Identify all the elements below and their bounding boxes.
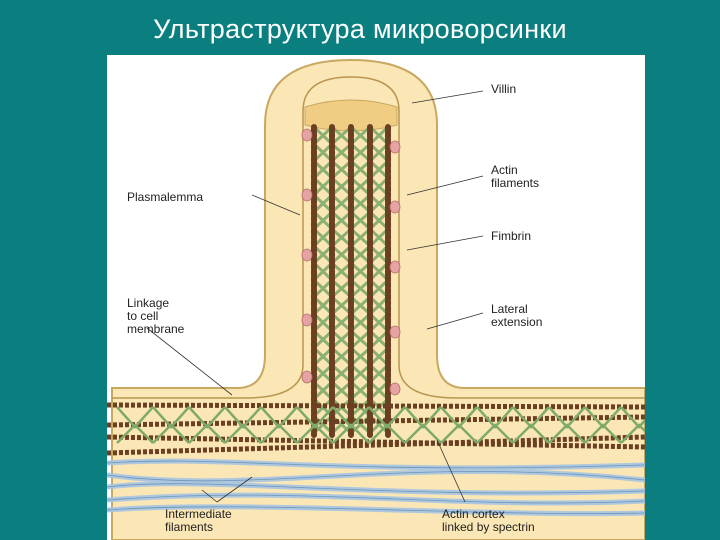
label-fimbrin: Fimbrin	[491, 229, 531, 243]
label-intermediate-line2: filaments	[165, 520, 213, 534]
label-villin: Villin	[491, 82, 516, 96]
label-actin-line1: Actin	[491, 163, 518, 177]
intermediate-filament-edge	[107, 460, 645, 469]
leader-lines	[146, 90, 484, 503]
intermediate-filament-edge	[107, 483, 645, 494]
label-linkage-line1: Linkage	[127, 296, 169, 310]
lateral-extension-right	[389, 200, 401, 214]
diagram-svg: Villin Actin filaments Fimbrin Lateral e…	[107, 58, 645, 540]
membrane-inner-line	[112, 76, 645, 399]
lateral-extension-left	[301, 370, 313, 384]
label-linkage-line3: membrane	[127, 322, 185, 336]
intermediate-filaments	[107, 458, 645, 517]
label-linkage-line2: to cell	[127, 309, 158, 323]
slide-title: Ультраструктура микроворсинки	[153, 14, 567, 44]
actin-cortex	[107, 402, 645, 456]
label-lateral-line1: Lateral	[491, 302, 528, 316]
label-cortex-line1: Actin cortex	[442, 507, 505, 521]
lateral-extension-left	[301, 248, 313, 262]
intermediate-filament-edge	[107, 471, 645, 482]
lateral-extension-right	[389, 140, 401, 154]
villin-cap	[304, 99, 398, 132]
lateral-extension-left	[301, 128, 313, 142]
label-lateral-line2: extension	[491, 315, 542, 329]
lateral-extension-left	[301, 313, 313, 327]
actin-filaments	[311, 124, 391, 438]
label-actin-line2: filaments	[491, 176, 539, 190]
lateral-extension-right	[389, 382, 401, 396]
microvillus-diagram: Villin Actin filaments Fimbrin Lateral e…	[107, 55, 645, 540]
label-plasmalemma: Plasmalemma	[127, 190, 203, 204]
intermediate-filament-edge	[107, 506, 645, 515]
lateral-extension-right	[389, 260, 401, 274]
lateral-extension-right	[389, 325, 401, 339]
label-cortex-line2: linked by spectrin	[442, 520, 535, 534]
intermediate-filament-edge	[107, 494, 645, 504]
label-intermediate-line1: Intermediate	[165, 507, 232, 521]
lateral-extensions	[301, 128, 401, 396]
spectrin-links	[116, 406, 645, 444]
lateral-extension-left	[301, 188, 313, 202]
